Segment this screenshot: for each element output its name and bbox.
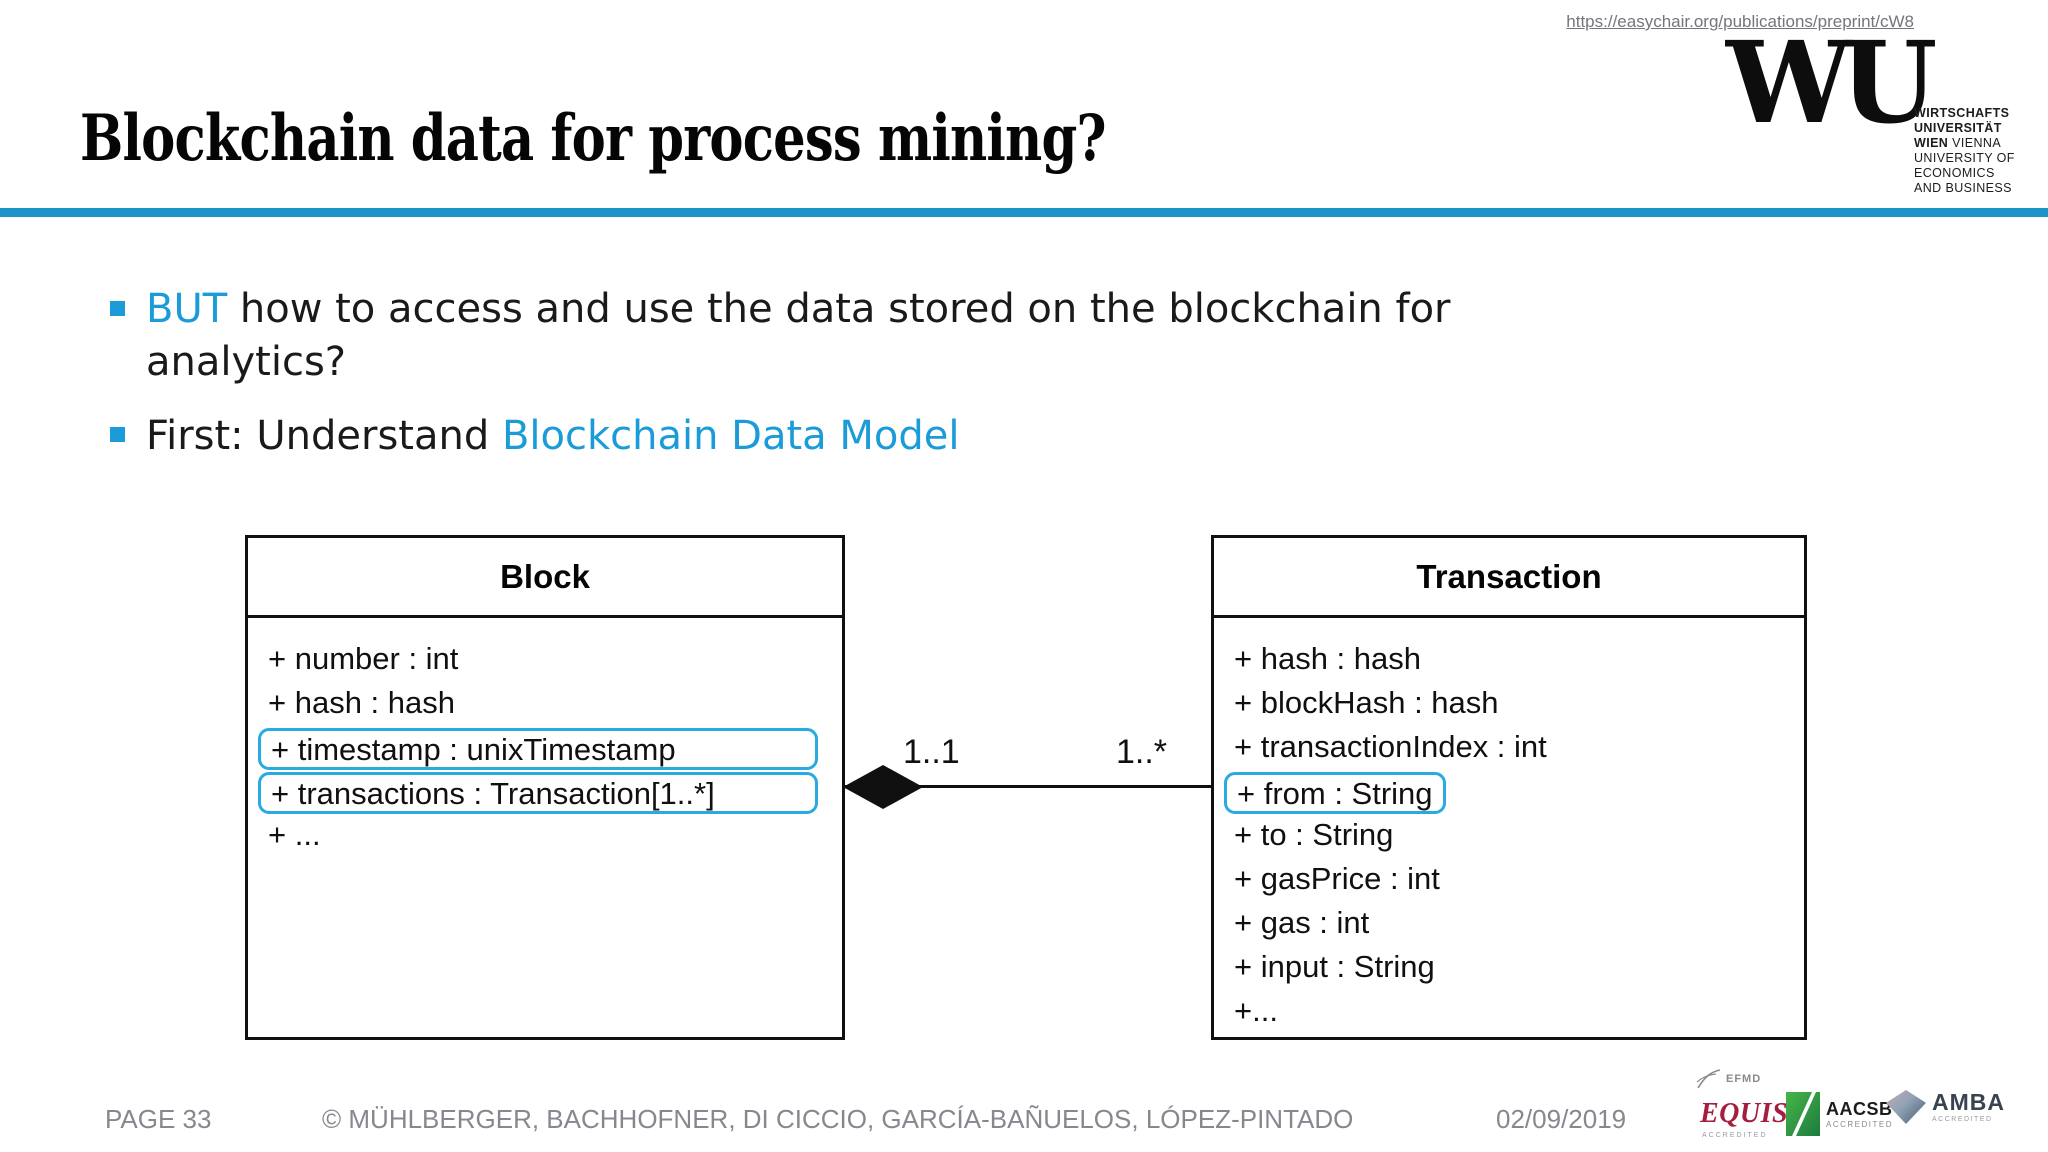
wu-logo-line: WIEN VIENNA <box>1914 136 2002 150</box>
copyright-authors: © MÜHLBERGER, BACHHOFNER, DI CICCIO, GAR… <box>322 1104 1354 1134</box>
equis-wordmark: EQUIS <box>1700 1098 1789 1129</box>
association-line <box>845 785 1211 788</box>
uml-attribute: + gas : int <box>1234 905 1370 940</box>
uml-class-transaction-title: Transaction <box>1214 538 1804 618</box>
uml-attribute: + number : int <box>268 641 459 676</box>
uml-attribute: + input : String <box>1234 949 1435 984</box>
page-number: PAGE 33 <box>105 1104 212 1134</box>
uml-class-transaction: Transaction + hash : hash + blockHash : … <box>1211 535 1807 1040</box>
uml-attribute-highlighted: + transactions : Transaction[1..*] <box>258 769 842 814</box>
equis-accredited-label: ACCREDITED <box>1702 1132 1768 1139</box>
title-divider-rule <box>0 208 2048 217</box>
amba-diamond-icon <box>1886 1090 1926 1124</box>
amba-wordmark: AMBA <box>1932 1089 2005 1115</box>
wu-logo-line: UNIVERSITÄT <box>1914 121 2002 135</box>
bullet-line: BUT how to access and use the data store… <box>146 286 1451 332</box>
uml-attribute: + hash : hash <box>1234 641 1421 676</box>
preprint-url-link[interactable]: https://easychair.org/publications/prepr… <box>1566 12 1914 31</box>
uml-attribute: + gasPrice : int <box>1234 861 1440 896</box>
wu-logo-text: WIRTSCHAFTS UNIVERSITÄT WIEN VIENNA UNIV… <box>1914 106 2015 196</box>
wu-logo-line: UNIVERSITY OF <box>1914 151 2015 165</box>
highlight-box: + timestamp : unixTimestamp <box>258 727 818 770</box>
uml-attribute: + hash : hash <box>268 685 455 720</box>
slide-date: 02/09/2019 <box>1496 1104 1627 1134</box>
uml-class-transaction-attributes: + hash : hash + blockHash : hash + trans… <box>1214 618 1804 1033</box>
efmd-swoosh-icon <box>1696 1069 1721 1089</box>
uml-attribute: + transactionIndex : int <box>1234 729 1547 764</box>
highlight-box: + transactions : Transaction[1..*] <box>258 771 818 814</box>
wu-logo-line: AND BUSINESS <box>1914 181 2012 195</box>
aacsb-wordmark: AACSB <box>1826 1098 1893 1119</box>
bullet-item-access-question: BUT how to access and use the data store… <box>146 283 1451 389</box>
uml-attribute-highlighted: + timestamp : unixTimestamp <box>258 725 842 770</box>
wu-logo-line: WIRTSCHAFTS <box>1914 106 2010 120</box>
uml-attribute: + ... <box>268 817 321 852</box>
amba-logo: AMBA ACCREDITED <box>1886 1090 2005 1124</box>
page-title: Blockchain data for process mining? <box>80 100 1106 176</box>
aacsb-logo: AACSB ACCREDITED <box>1786 1092 1893 1136</box>
bullet-item-data-model: First: Understand Blockchain Data Model <box>146 413 960 459</box>
uml-class-block-attributes: + number : int + hash : hash + timestamp… <box>248 618 842 857</box>
uml-attribute-highlighted: + from : String <box>1224 769 1804 814</box>
uml-attribute: +... <box>1234 993 1278 1028</box>
bullet-line: analytics? <box>146 339 347 385</box>
uml-attribute: + blockHash : hash <box>1234 685 1499 720</box>
aacsb-accredited-label: ACCREDITED <box>1826 1119 1894 1129</box>
bullet-square-icon <box>110 427 125 442</box>
accent-phrase: Blockchain Data Model <box>501 413 960 459</box>
uml-class-block-title: Block <box>248 538 842 618</box>
accreditation-logos: EFMD EQUIS ACCREDITED AACSB ACCREDITED A… <box>1682 1062 2012 1148</box>
efmd-label: EFMD <box>1726 1073 1762 1085</box>
aacsb-square-icon <box>1786 1092 1820 1136</box>
accent-word: BUT <box>146 286 228 332</box>
uml-class-block: Block + number : int + hash : hash + tim… <box>245 535 845 1040</box>
amba-accredited-label: ACCREDITED <box>1932 1116 1993 1123</box>
wu-logo-line: ECONOMICS <box>1914 166 1995 180</box>
bullet-square-icon <box>110 301 125 316</box>
multiplicity-target-label: 1..* <box>1116 733 1168 771</box>
wu-monogram-icon: WU <box>1726 18 1937 149</box>
wu-logo: WU WIRTSCHAFTS UNIVERSITÄT WIEN VIENNA U… <box>1726 28 2046 206</box>
uml-attribute: + to : String <box>1234 817 1394 852</box>
composition-diamond-icon <box>843 765 923 809</box>
multiplicity-source-label: 1..1 <box>903 733 960 771</box>
highlight-box: + from : String <box>1224 771 1446 814</box>
